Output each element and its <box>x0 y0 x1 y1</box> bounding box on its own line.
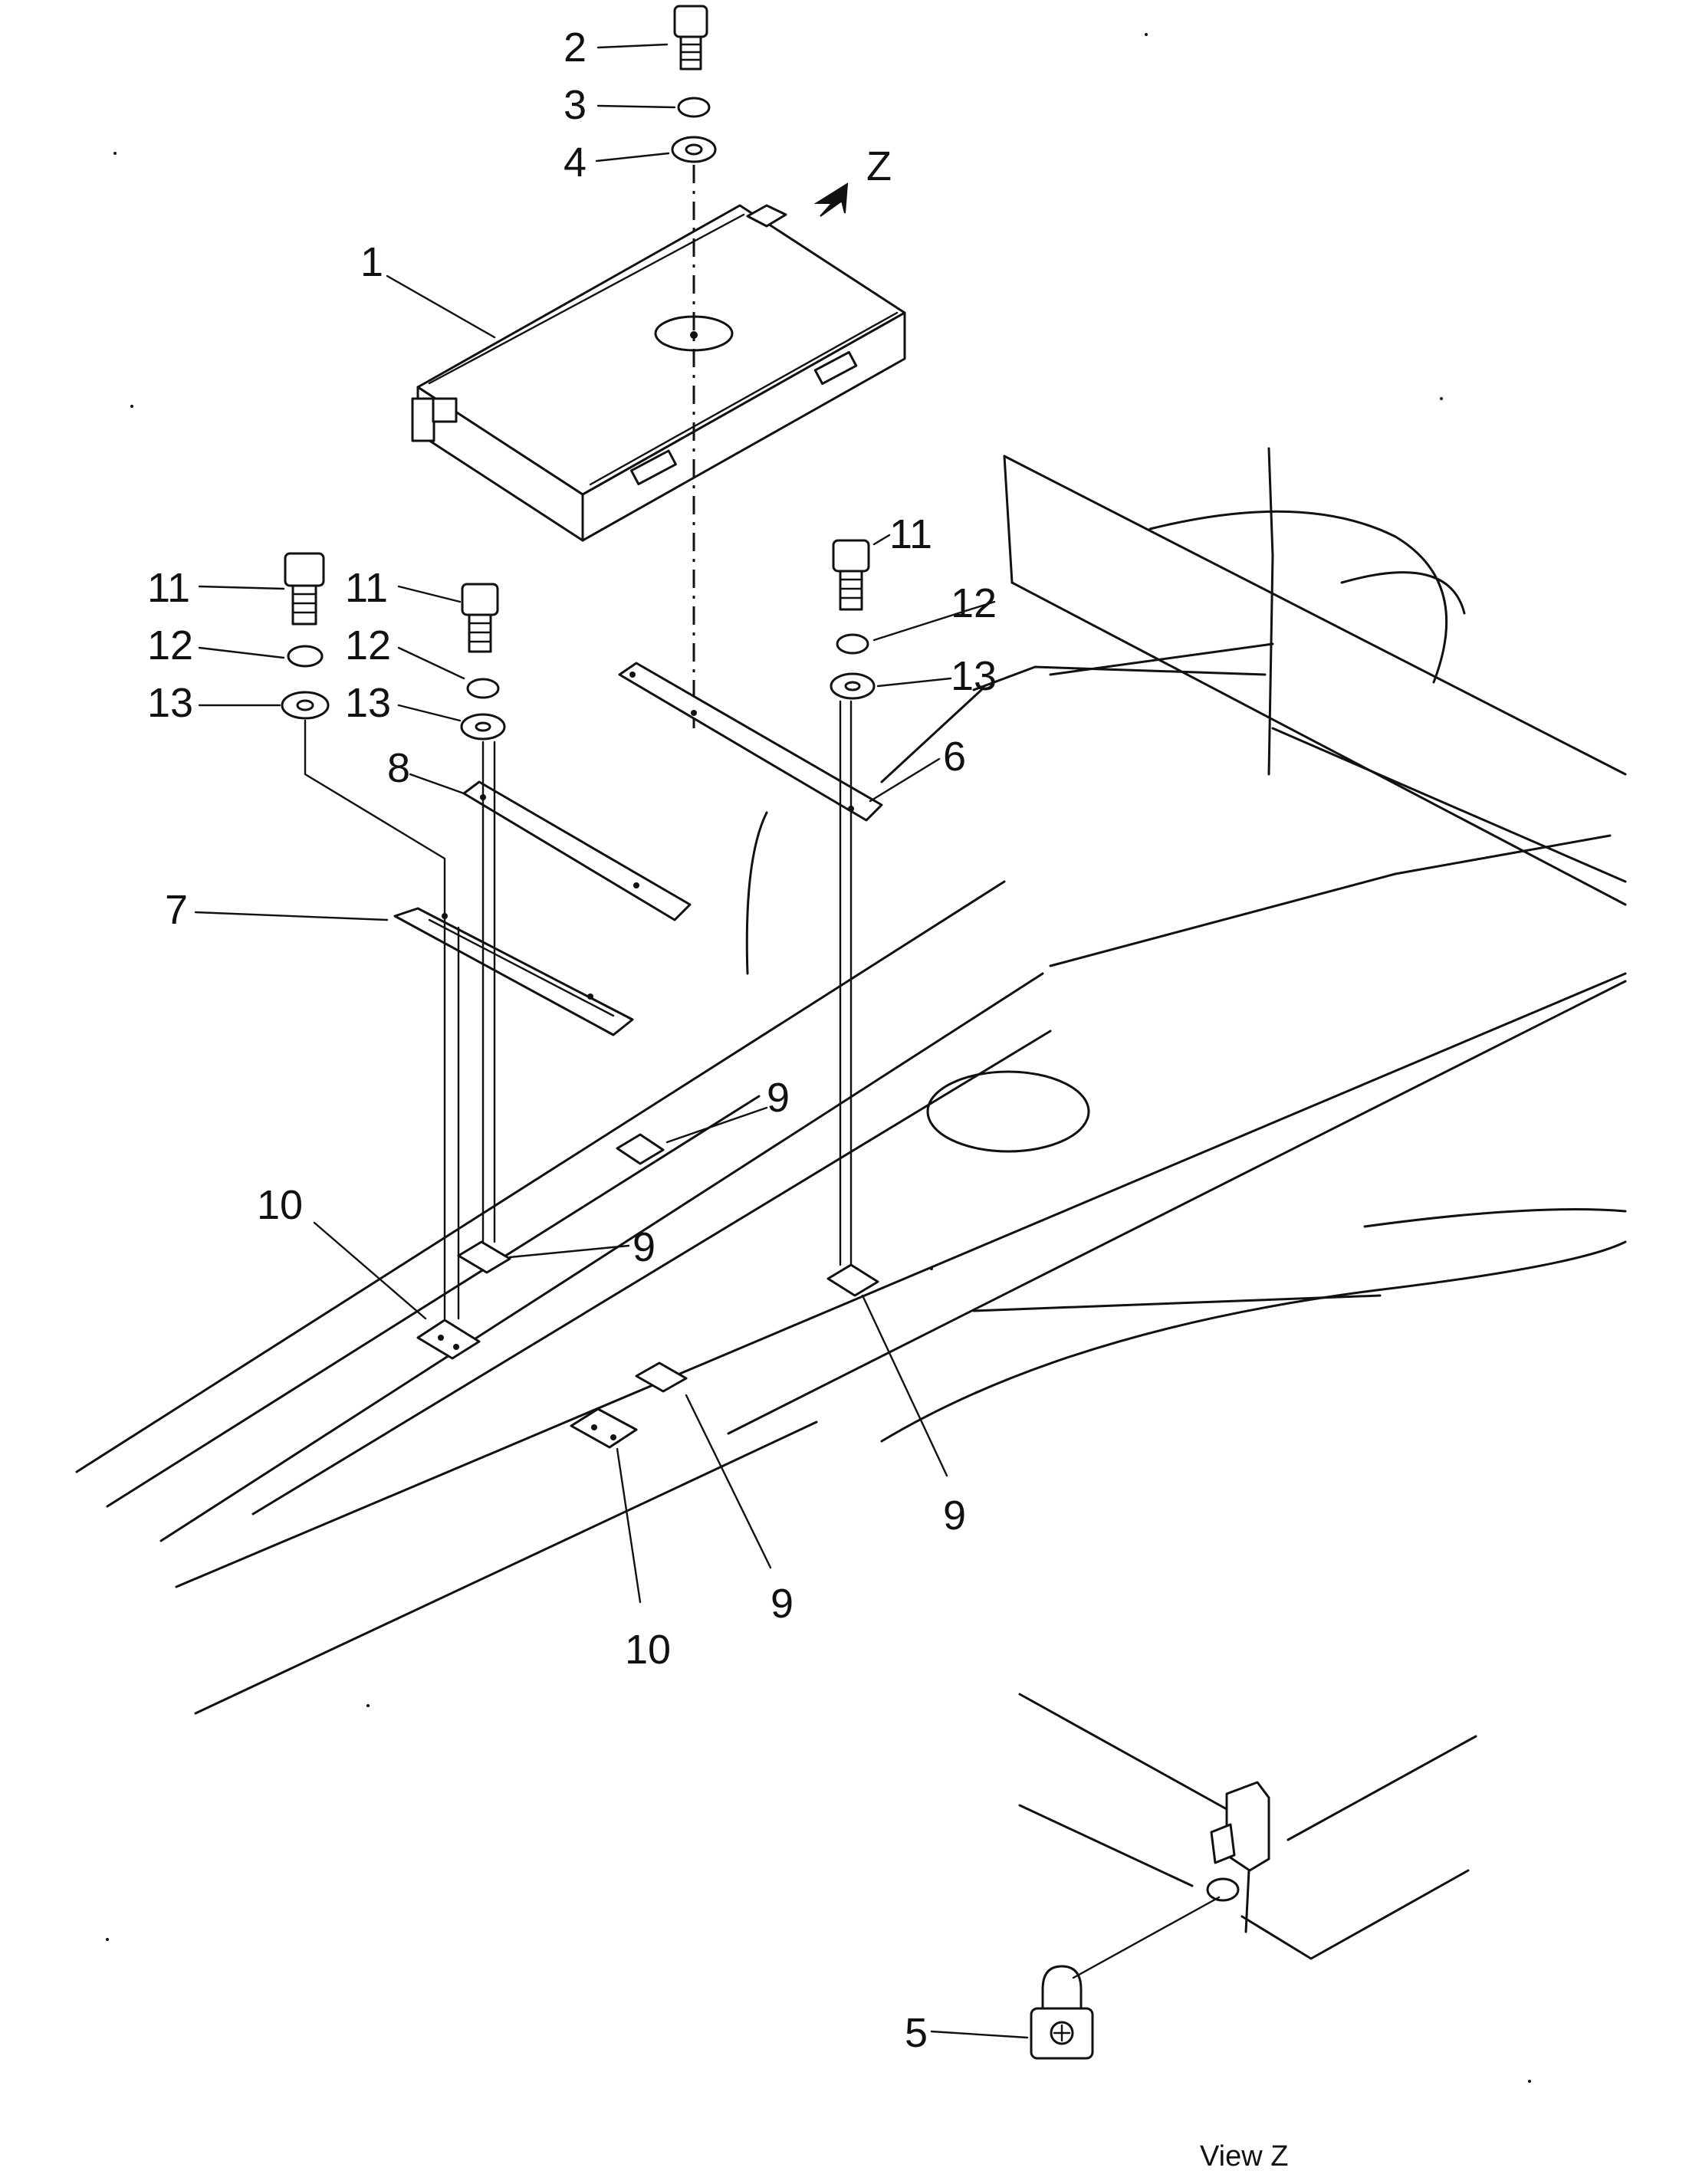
bracket-part-7 <box>393 907 634 1036</box>
bolt-part-11-right <box>832 539 870 611</box>
spring-washer-part-12-middle <box>466 678 500 699</box>
view-letter: Z <box>866 143 892 189</box>
callout-3: 3 <box>564 82 587 128</box>
padlock-part-5 <box>1030 1965 1094 2060</box>
callout-9: 9 <box>943 1493 966 1539</box>
machine-frame <box>75 447 1627 1715</box>
callout-11: 11 <box>345 565 388 611</box>
spring-washer-part-3 <box>677 97 711 118</box>
plate-part-10 <box>570 1407 638 1449</box>
washer-part-13-middle <box>460 713 506 741</box>
shim-part-9 <box>457 1240 511 1274</box>
leader-line <box>930 2030 1029 2039</box>
leader-lines <box>194 43 996 1604</box>
callout-13: 13 <box>951 653 997 699</box>
callout-9: 9 <box>767 1075 790 1121</box>
callout-8: 8 <box>387 745 410 791</box>
callout-12: 12 <box>345 622 391 668</box>
shim-part-9 <box>635 1361 688 1393</box>
callout-10: 10 <box>257 1182 303 1228</box>
spring-washer-part-12-left <box>287 645 324 668</box>
callout-4: 4 <box>564 140 587 186</box>
callout-5: 5 <box>905 2010 928 2056</box>
callout-2: 2 <box>564 25 587 71</box>
callout-13: 13 <box>147 680 193 726</box>
plate-part-10 <box>416 1319 481 1360</box>
callout-13: 13 <box>345 680 391 726</box>
view-z-detail <box>1018 1693 1477 1979</box>
washer-part-4 <box>671 136 717 163</box>
callout-11: 11 <box>147 565 190 611</box>
bolt-part-2 <box>673 5 708 71</box>
callout-12: 12 <box>147 622 193 668</box>
washer-part-13-left <box>281 691 330 720</box>
bolt-part-11-middle <box>461 583 499 653</box>
view-caption: View Z <box>1200 2140 1288 2173</box>
callout-11: 11 <box>889 511 932 557</box>
bolt-part-11-left <box>284 552 325 626</box>
shim-part-9 <box>826 1263 879 1297</box>
washer-part-13-right <box>830 672 876 700</box>
tool-box <box>411 204 906 542</box>
spring-washer-part-12-right <box>836 633 869 655</box>
view-arrow <box>813 182 849 217</box>
scan-specks <box>106 33 1531 2083</box>
callouts: 2 3 4 1 11 11 11 12 12 12 13 13 13 8 6 7… <box>147 25 997 2056</box>
callout-7: 7 <box>165 887 188 933</box>
callout-10: 10 <box>625 1627 671 1673</box>
center-line <box>304 719 446 1320</box>
callout-12: 12 <box>951 580 997 626</box>
callout-1: 1 <box>360 239 383 285</box>
shim-part-9 <box>616 1133 665 1165</box>
callout-9: 9 <box>771 1581 794 1627</box>
callout-6: 6 <box>943 734 966 780</box>
bracket-part-8 <box>462 780 692 921</box>
callout-9: 9 <box>633 1224 656 1270</box>
